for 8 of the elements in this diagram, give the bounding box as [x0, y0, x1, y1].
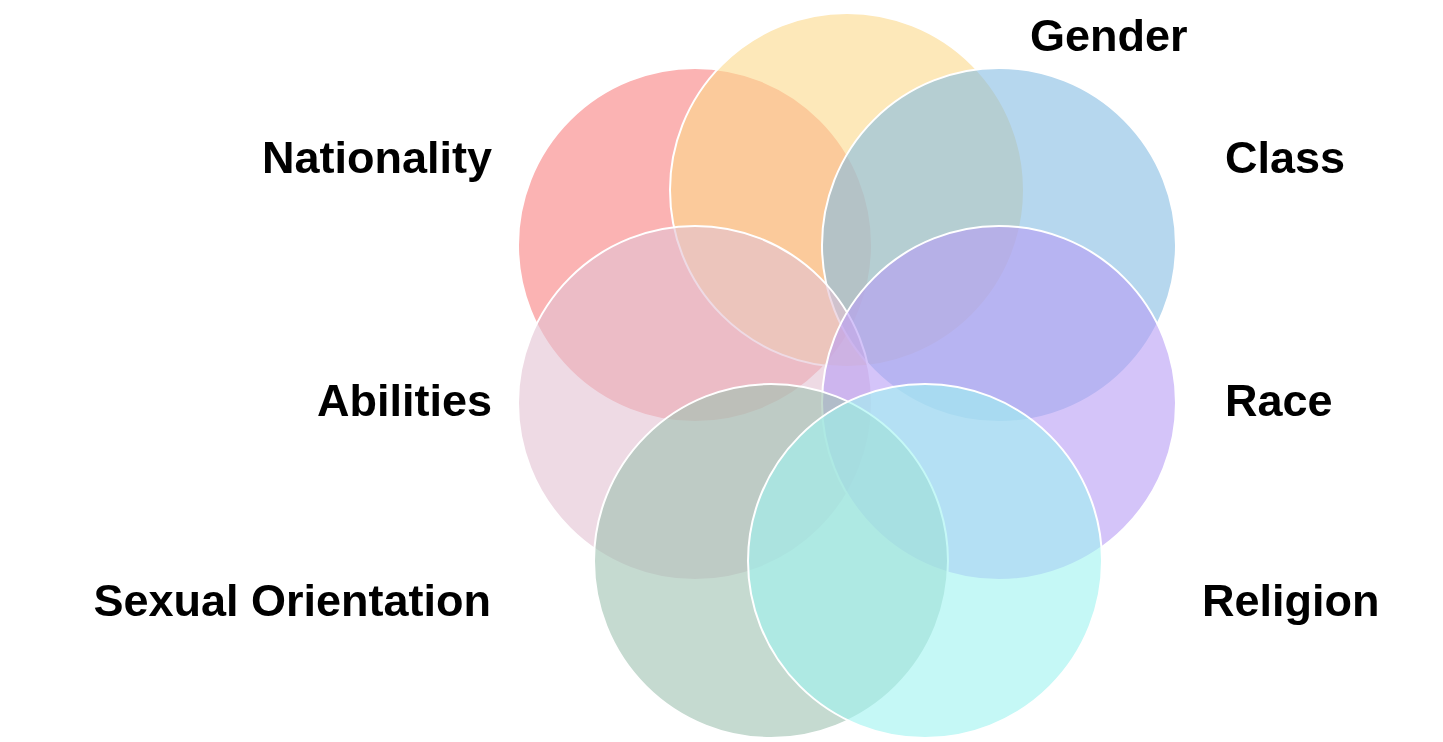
category-label: Class — [1225, 135, 1346, 180]
category-label: Gender — [1030, 13, 1188, 58]
category-label: Race — [1225, 378, 1333, 423]
category-label: Nationality — [261, 135, 492, 180]
category-label: Abilities — [316, 378, 492, 423]
category-label: Religion — [1202, 578, 1380, 623]
venn-circle — [746, 382, 1104, 740]
category-label: Sexual Orientation — [93, 578, 491, 623]
